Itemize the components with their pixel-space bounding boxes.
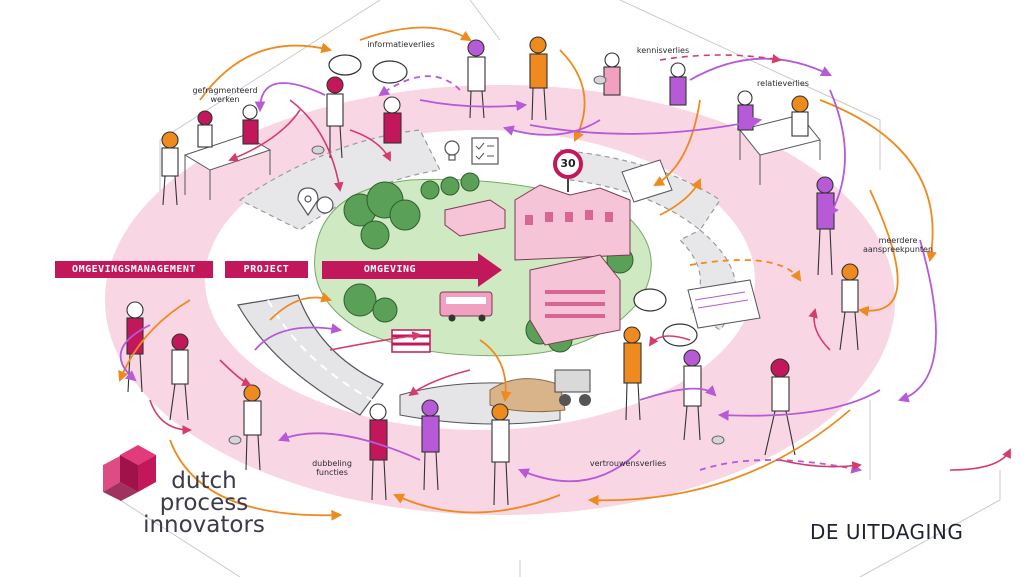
person-pink-shirt bbox=[603, 52, 621, 96]
documents-icon bbox=[621, 159, 761, 329]
person-megaphone bbox=[126, 301, 144, 393]
speed-sign bbox=[553, 149, 583, 192]
label-informatieverlies: informatieverlies bbox=[367, 40, 435, 49]
label-relatieverlies: relatieverlies bbox=[757, 79, 809, 88]
person-hardhat-orange-3 bbox=[791, 95, 809, 137]
people bbox=[126, 36, 859, 506]
checklist-icon bbox=[471, 137, 499, 165]
person-hardhat-orange-1 bbox=[161, 131, 179, 206]
orange-arrows bbox=[118, 26, 937, 521]
person-hat-red-4 bbox=[169, 333, 189, 421]
person-hardhat-orange-7 bbox=[243, 384, 262, 471]
person-purple-shirt bbox=[383, 96, 402, 144]
label-dubbeling-functies: dubbeling functies bbox=[312, 459, 352, 477]
label-meerdere-aanspreekpunten: meerdere aanspreekpunten bbox=[862, 236, 934, 254]
person-vest-1 bbox=[242, 104, 259, 145]
logo-line-2: process bbox=[159, 490, 249, 516]
person-hardhat-orange-2 bbox=[529, 36, 548, 121]
purple-arrows bbox=[119, 57, 937, 483]
omgeving-arrow bbox=[322, 253, 502, 287]
magenta-arrows bbox=[149, 54, 1011, 471]
person-hardhat-orange-6 bbox=[491, 403, 510, 506]
speech-bubbles bbox=[328, 54, 698, 347]
building-windows bbox=[525, 210, 613, 318]
person-hat-purple-3 bbox=[683, 349, 702, 441]
person-purple-2 bbox=[669, 62, 687, 106]
person-vest-3 bbox=[369, 403, 388, 501]
page-title: DE UITDAGING bbox=[810, 520, 964, 544]
label-vertrouwensverlies: vertrouwensverlies bbox=[589, 459, 667, 468]
logo-line-1: dutch bbox=[171, 468, 237, 494]
banner-omgevingsmanagement: OMGEVINGSMANAGEMENT bbox=[55, 261, 213, 278]
banner-project: PROJECT bbox=[225, 261, 308, 278]
person-hardhat-orange-5 bbox=[623, 326, 642, 421]
person-hat-red-2 bbox=[326, 76, 344, 159]
person-hat-purple-4 bbox=[421, 399, 440, 491]
label-kennisverlies: kennisverlies bbox=[636, 46, 690, 55]
speed-sign-value: 30 bbox=[560, 157, 576, 170]
person-hardhat-orange-4 bbox=[839, 263, 859, 351]
bus bbox=[439, 291, 493, 322]
logo-line-3: innovators bbox=[143, 512, 265, 538]
logo-wordmark[interactable]: dutch process innovators bbox=[138, 468, 270, 538]
label-gefragmenteerd-werken: gefragmenteerd werken bbox=[192, 86, 258, 104]
banner-omgeving: OMGEVING bbox=[363, 264, 417, 275]
logo-cube-icon bbox=[103, 445, 156, 501]
person-hat-red-1 bbox=[197, 110, 213, 148]
person-hat-red-3 bbox=[764, 358, 796, 456]
pink-buildings bbox=[444, 184, 631, 346]
pigeons bbox=[228, 75, 725, 445]
person-hat-purple-1 bbox=[467, 39, 486, 119]
map-pin-icon bbox=[297, 187, 334, 217]
lightbulb-icon bbox=[444, 140, 460, 161]
